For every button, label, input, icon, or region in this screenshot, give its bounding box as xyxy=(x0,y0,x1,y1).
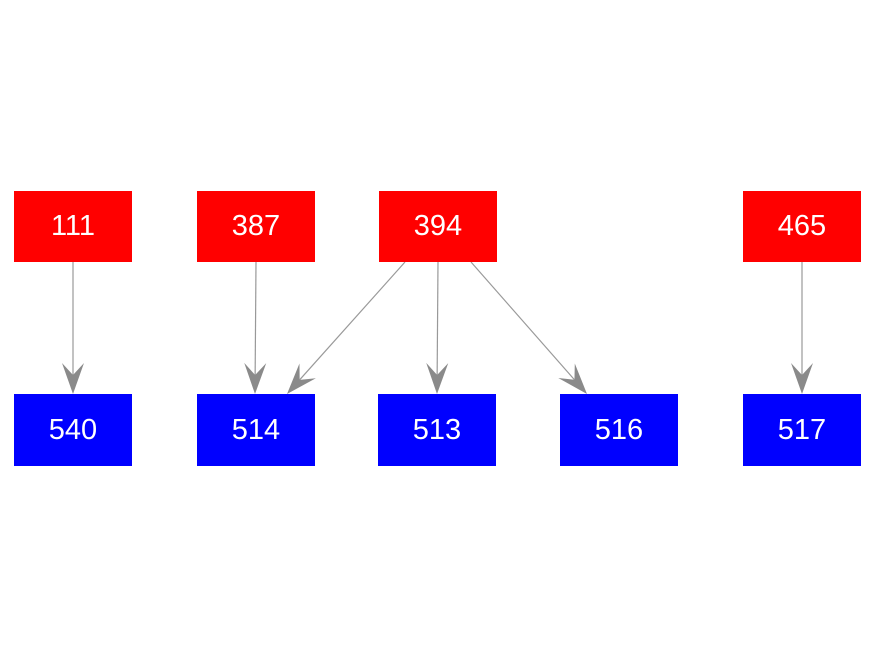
arrowhead-icon-394-516 xyxy=(558,363,587,394)
node-514: 514 xyxy=(197,394,315,466)
node-387: 387 xyxy=(197,191,315,262)
node-394: 394 xyxy=(379,191,497,262)
edge-line-394-513 xyxy=(436,261,439,376)
node-517: 517 xyxy=(743,394,861,466)
arrowhead-icon-394-514 xyxy=(287,363,316,394)
edge-line-394-514 xyxy=(299,261,406,381)
arrowhead-icon-387-514 xyxy=(244,362,267,394)
edge-line-394-516 xyxy=(470,261,575,381)
node-516: 516 xyxy=(560,394,678,466)
node-513: 513 xyxy=(378,394,496,466)
edge-line-387-514 xyxy=(254,261,257,376)
arrowhead-icon-465-517 xyxy=(791,363,813,394)
arrowhead-icon-111-540 xyxy=(62,363,84,394)
arrowhead-icon-394-513 xyxy=(426,362,449,394)
node-111: 111 xyxy=(14,191,132,262)
node-465: 465 xyxy=(743,191,861,262)
node-540: 540 xyxy=(14,394,132,466)
